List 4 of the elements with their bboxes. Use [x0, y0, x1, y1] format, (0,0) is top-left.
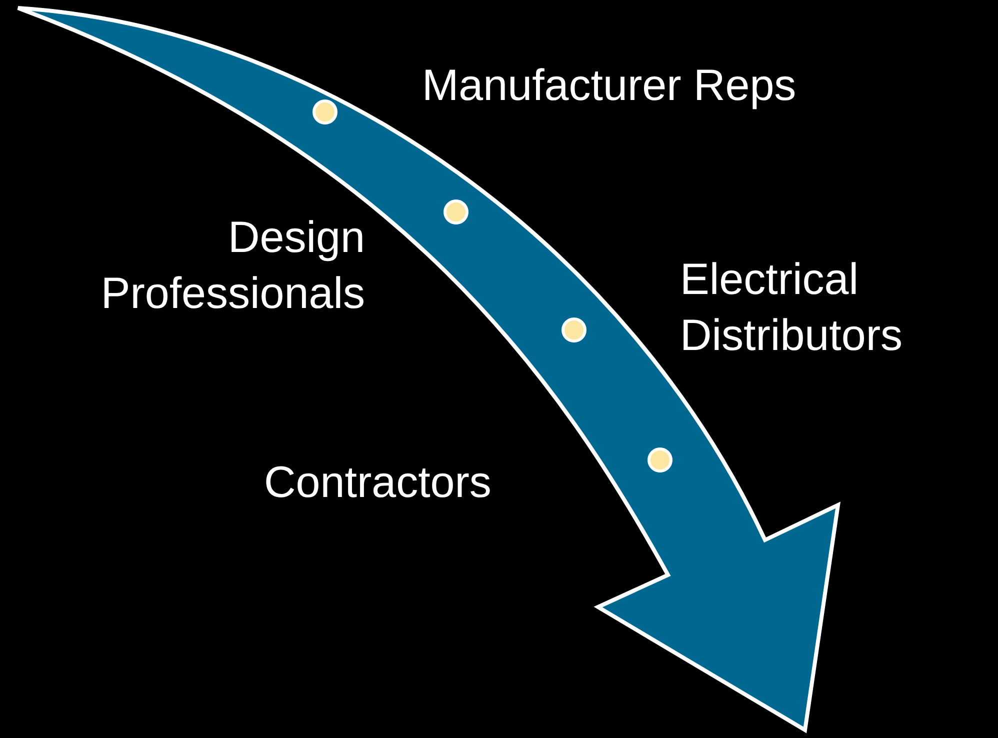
stage-label: Manufacturer Reps [422, 60, 798, 112]
stage-label: Contractors [264, 457, 492, 509]
stage-label: Design Professionals [100, 212, 365, 320]
stage-label: Electrical Distributors [680, 254, 904, 362]
